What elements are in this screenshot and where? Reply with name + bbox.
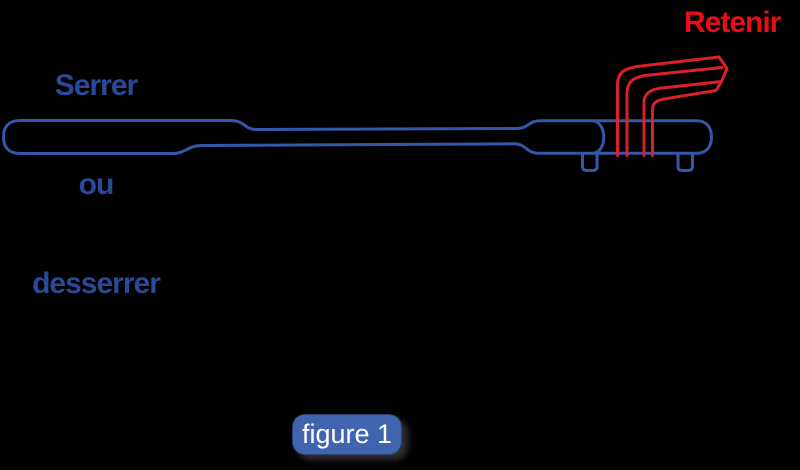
- label-retenir: Retenir: [684, 6, 781, 39]
- wrench-pivot-divider: [594, 120, 606, 155]
- wrench-square-drive-left: [581, 152, 599, 172]
- label-serrer-ou-desserrer: Serrer ou desserrer: [15, 3, 177, 366]
- label-line-serrer: Serrer: [54, 69, 138, 102]
- lever-tip-bevel: [714, 55, 729, 92]
- retaining-lever: [616, 55, 729, 157]
- figure-caption-badge: figure 1: [292, 414, 402, 455]
- wrench-outline: [2, 119, 713, 172]
- lever-edge-outer: [616, 55, 721, 157]
- lever-edge-inner-bottom: [642, 80, 723, 157]
- figure-caption-text: figure 1: [301, 419, 393, 449]
- label-line-desserrer: desserrer: [32, 267, 161, 300]
- lever-edge-inner-top: [625, 66, 724, 157]
- label-line-ou: ou: [78, 168, 115, 201]
- wrench-square-drive-right: [676, 152, 694, 172]
- lever-edge-underside: [651, 89, 718, 157]
- wrench-body-path: [2, 119, 713, 155]
